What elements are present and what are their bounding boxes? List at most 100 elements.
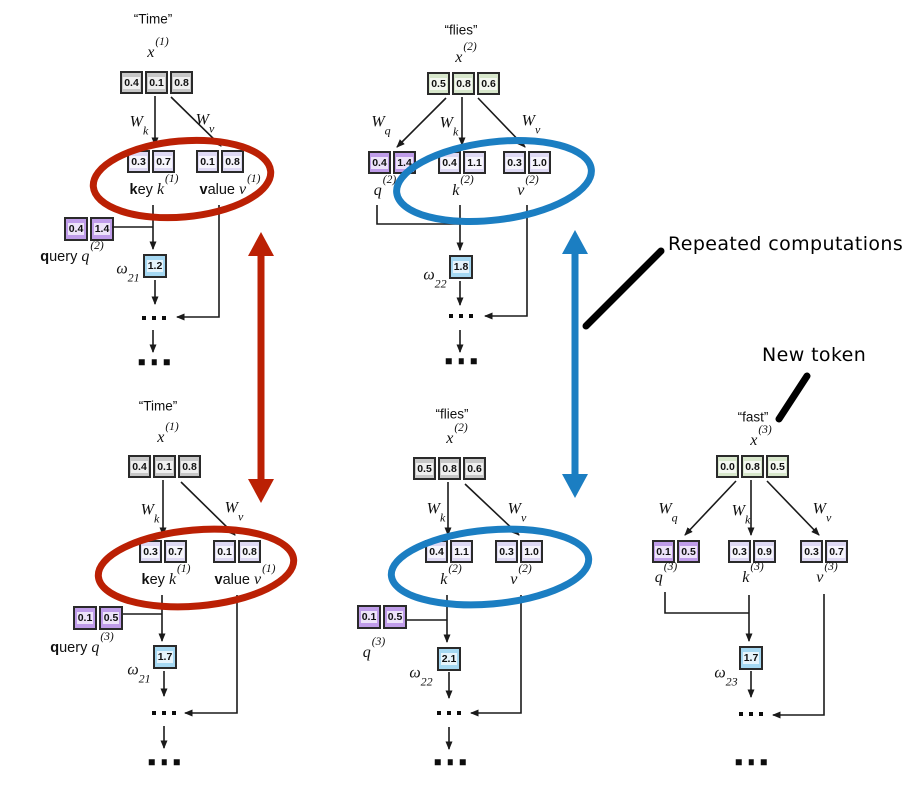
text: x	[157, 429, 165, 447]
connector-line	[477, 97, 526, 148]
vector-cell: 0.7	[825, 540, 848, 563]
text: 1.7	[742, 652, 760, 664]
text: 0.5	[680, 545, 697, 558]
attention-score-box: 1.7	[739, 646, 763, 670]
text: 0.4	[371, 156, 388, 169]
text: 0.5	[416, 462, 433, 475]
text: 0.4	[123, 76, 140, 89]
text: 0.0	[719, 460, 736, 473]
head-label: k(2)	[440, 563, 462, 589]
text: (2)	[460, 173, 474, 186]
text: 0.7	[155, 155, 172, 168]
text: v	[517, 182, 525, 200]
head-vector: 0.3 0.7	[139, 540, 187, 563]
vector-cell: 0.5	[766, 455, 789, 478]
text: 0.7	[167, 545, 184, 558]
attention-score-cell: 1.7	[739, 646, 763, 670]
text: 0.1	[156, 460, 173, 473]
text: 1.7	[156, 651, 174, 663]
text: query	[50, 640, 88, 657]
text: 0.5	[769, 460, 786, 473]
attention-score-cell: 1.7	[153, 645, 177, 669]
text: (2)	[382, 173, 397, 186]
text: W	[731, 502, 745, 520]
text: 0.3	[142, 545, 159, 558]
token-label: “flies”	[435, 406, 469, 422]
weight-label: Wv	[522, 112, 541, 136]
text: k	[742, 569, 750, 587]
text: k	[440, 510, 446, 525]
text: query	[40, 249, 78, 266]
head-label: q(2)	[374, 174, 396, 200]
highlight-ellipse-blue	[387, 525, 593, 609]
text: (1)	[165, 420, 179, 433]
text: 0.1	[148, 76, 165, 89]
attention-score-box: 1.7	[153, 645, 177, 669]
token-label: “flies”	[444, 22, 478, 38]
text: k	[453, 124, 459, 139]
text: v	[253, 571, 262, 589]
text: (2)	[448, 562, 462, 575]
vector-cell: 0.3	[503, 151, 526, 174]
weight-label: Wv	[196, 111, 215, 135]
input-symbol-label: x(1)	[147, 36, 169, 62]
head-label: v(2)	[517, 174, 539, 200]
connector-line	[766, 480, 820, 536]
attention-score-box: 2.1	[437, 647, 461, 671]
text: (1)	[262, 562, 276, 575]
head-label: q(3)	[655, 561, 677, 587]
text: (1)	[247, 172, 261, 185]
text: 0.4	[67, 223, 85, 235]
token-label: “Time”	[133, 11, 173, 27]
text: k	[452, 182, 460, 200]
ellipsis-dots	[148, 759, 180, 765]
text: 1.2	[146, 260, 164, 272]
text: (3)	[824, 560, 838, 573]
ellipsis-dots	[138, 359, 170, 365]
vector-cell: 1.1	[450, 540, 473, 563]
text: 0.3	[130, 155, 147, 168]
text: 0.5	[430, 77, 447, 90]
connector-line	[470, 595, 522, 717]
vector-cell: 0.1	[652, 540, 675, 563]
vector-cell: 0.6	[477, 72, 500, 95]
text: 22	[434, 276, 447, 291]
attention-score-label: ω22	[423, 266, 446, 290]
head-vector: 0.3 0.7	[127, 150, 175, 173]
input-vector: 0.0 0.8 0.5	[716, 455, 789, 478]
vector-cell: 1.0	[528, 151, 551, 174]
vector-cell: 0.8	[741, 455, 764, 478]
text: 1.1	[466, 156, 483, 169]
connector-line	[772, 594, 825, 719]
repeat-double-arrow-head-red	[248, 479, 274, 503]
attention-score-label: ω22	[409, 664, 432, 688]
input-symbol-label: x(1)	[157, 421, 179, 447]
vector-cell: 1.0	[520, 540, 543, 563]
input-symbol-label: x(2)	[446, 422, 468, 448]
vector-cell: 0.4	[128, 455, 151, 478]
text: (3)	[371, 635, 386, 648]
text: ω	[409, 664, 421, 682]
text: W	[140, 501, 154, 519]
text: 0.5	[386, 611, 404, 623]
input-symbol-label: x(3)	[750, 424, 772, 450]
text: k	[440, 571, 448, 589]
ellipsis-dots	[152, 711, 176, 715]
text: value	[199, 182, 235, 199]
vector-cell: 1.1	[463, 151, 486, 174]
text: value	[214, 572, 250, 589]
text: 1.1	[453, 545, 470, 558]
text: 0.3	[803, 545, 820, 558]
vector-cell: 0.0	[716, 455, 739, 478]
text: 0.8	[181, 460, 198, 473]
weight-label: Wv	[508, 500, 527, 524]
text: (2)	[463, 40, 477, 53]
